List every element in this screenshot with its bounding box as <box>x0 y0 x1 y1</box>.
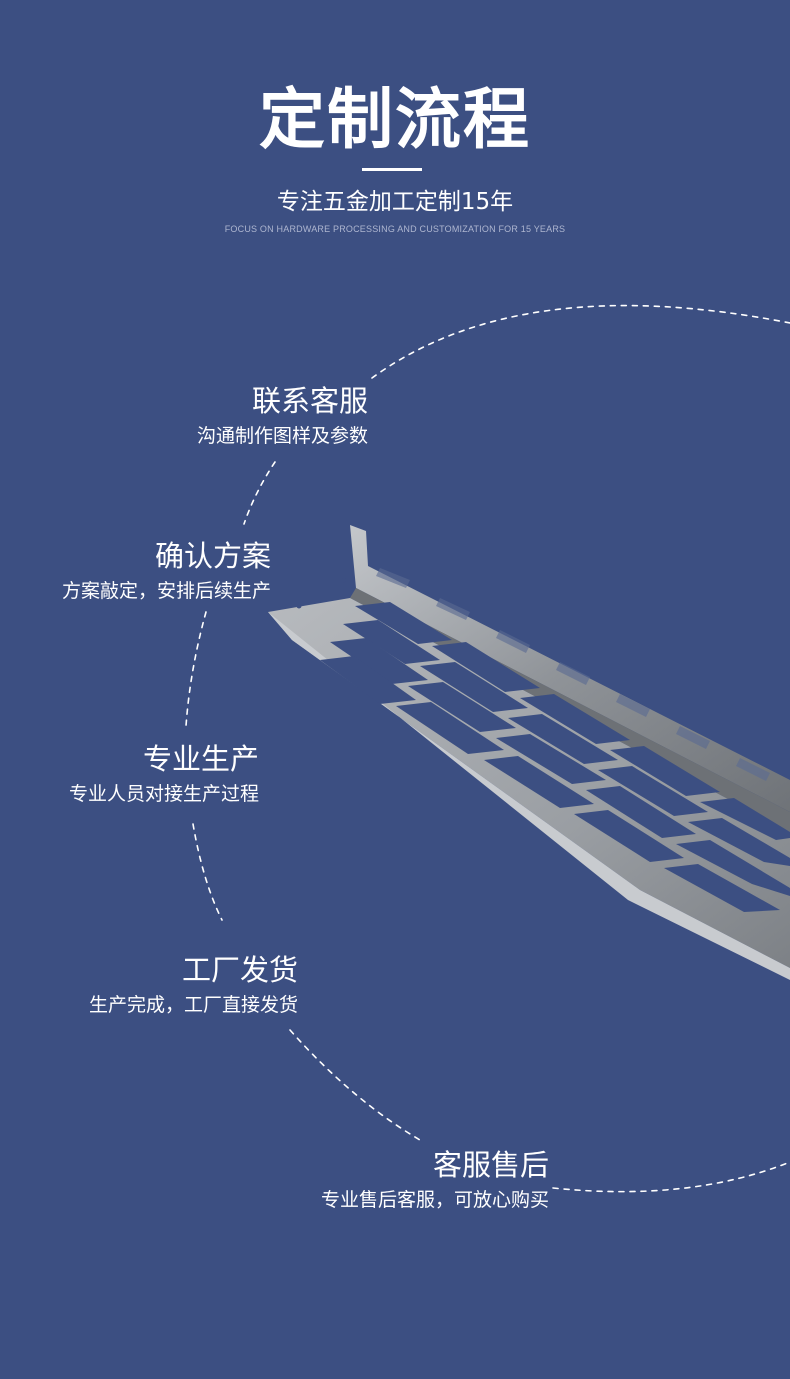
step-title: 工厂发货 <box>181 953 298 987</box>
step-desc: 专业售后客服，可放心购买 <box>320 1189 549 1211</box>
step-title: 专业生产 <box>142 742 259 776</box>
step-contact-service: 联系客服 沟通制作图样及参数 <box>197 382 368 450</box>
step-desc: 方案敲定，安排后续生产 <box>61 580 271 602</box>
step-title: 联系客服 <box>251 384 368 418</box>
step-professional-production: 专业生产 专业人员对接生产过程 <box>69 740 259 808</box>
step-title: 客服售后 <box>432 1148 549 1182</box>
step-desc: 生产完成，工厂直接发货 <box>88 994 298 1016</box>
step-title: 确认方案 <box>154 539 271 573</box>
title-underline <box>362 168 422 171</box>
step-confirm-plan: 确认方案 方案敲定，安排后续生产 <box>62 537 271 605</box>
step-desc: 专业人员对接生产过程 <box>68 783 259 805</box>
page-title: 定制流程 <box>259 81 531 158</box>
step-factory-shipping: 工厂发货 生产完成，工厂直接发货 <box>89 951 298 1019</box>
step-after-sales: 客服售后 专业售后客服，可放心购买 <box>321 1146 549 1214</box>
page-subtitle-en: FOCUS ON HARDWARE PROCESSING AND CUSTOMI… <box>224 224 566 234</box>
page-subtitle: 专注五金加工定制15年 <box>276 189 514 215</box>
step-desc: 沟通制作图样及参数 <box>196 425 368 447</box>
